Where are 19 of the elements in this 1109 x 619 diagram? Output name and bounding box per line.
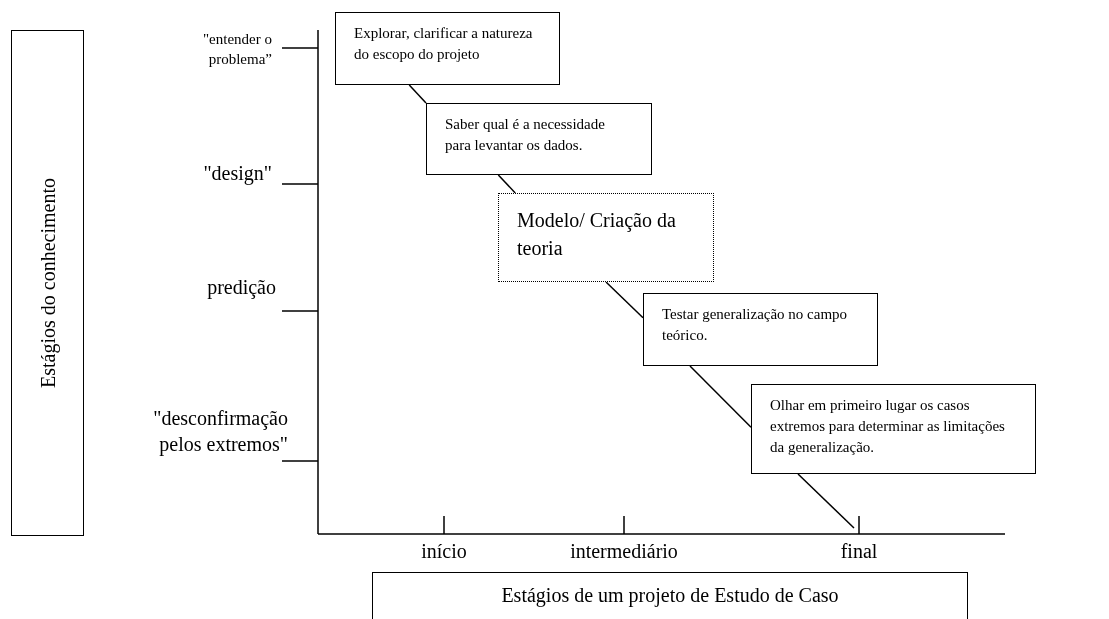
axis-tick-label: início xyxy=(420,539,468,564)
stage-box: Saber qual é a necessidade para levantar os dados. xyxy=(426,103,652,175)
axis-tick-label: predição xyxy=(206,275,276,300)
axis-title-box: Estágios de um projeto de Estudo de Caso xyxy=(372,572,968,619)
connector-line xyxy=(797,473,855,529)
connector-line xyxy=(497,174,517,194)
connector-line xyxy=(689,365,752,428)
stage-box: Testar generalização no campo teórico. xyxy=(643,293,878,366)
connector-line xyxy=(605,281,644,319)
stage-box: Explorar, clarificar a natureza do escopo do projeto xyxy=(335,12,560,85)
stage-box: Modelo/ Criação da teoria xyxy=(498,193,714,282)
axis-tick-label: intermediário xyxy=(569,539,679,564)
connector-line xyxy=(408,84,427,104)
axis-tick-label: "design" xyxy=(202,161,272,186)
axis-tick-label: "desconfirmação pelos extremos" xyxy=(152,406,288,457)
axis-title-box: Estágios do conhecimento xyxy=(11,30,84,536)
stage-box: Olhar em primeiro lugar os casos extremos para determinar as limitações da generalização. xyxy=(751,384,1036,474)
axis-tick-label: "entender o problema” xyxy=(202,30,272,69)
axis-tick-label: final xyxy=(839,539,879,564)
